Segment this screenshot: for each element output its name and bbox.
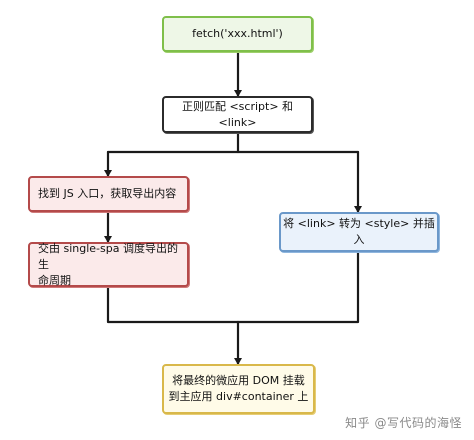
node-match: 正则匹配 <script> 和 <link> bbox=[162, 96, 313, 133]
node-fetch: fetch('xxx.html') bbox=[162, 16, 313, 52]
connector-lifecycle-to-merge bbox=[106, 285, 240, 324]
node-mount: 将最终的微应用 DOM 挂载 到主应用 div#container 上 bbox=[162, 364, 315, 414]
node-find-entry: 找到 JS 入口，获取导出内容 bbox=[28, 176, 189, 212]
node-convert-label: 将 <link> 转为 <style> 并插入 bbox=[283, 217, 435, 246]
node-match-label: 正则匹配 <script> 和 <link> bbox=[181, 99, 294, 129]
node-lifecycle: 交由 single-spa 调度导出的生 命周期 bbox=[28, 242, 189, 287]
node-lifecycle-label: 交由 single-spa 调度导出的生 命周期 bbox=[38, 241, 178, 287]
connector-convert-to-merge bbox=[236, 250, 360, 324]
node-find-entry-label: 找到 JS 入口，获取导出内容 bbox=[38, 187, 177, 200]
node-convert: 将 <link> 转为 <style> 并插入 bbox=[279, 212, 439, 252]
node-fetch-label: fetch('xxx.html') bbox=[192, 27, 283, 40]
watermark-text: 知乎 @写代码的海怪 bbox=[345, 416, 462, 430]
node-mount-label: 将最终的微应用 DOM 挂载 到主应用 div#container 上 bbox=[168, 374, 309, 403]
